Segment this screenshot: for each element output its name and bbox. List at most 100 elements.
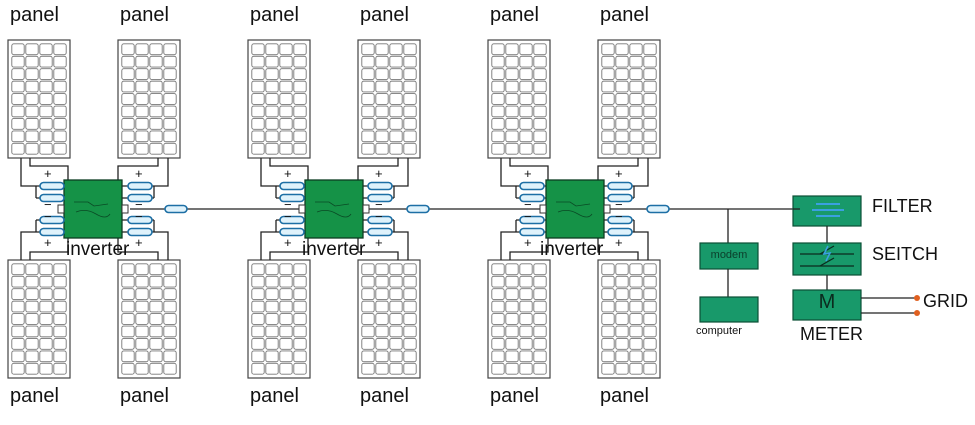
panel-cell	[375, 275, 389, 288]
panel-cell	[279, 338, 293, 350]
panel-cell	[251, 350, 265, 363]
panel-cell	[389, 142, 403, 155]
panel-cell	[279, 105, 293, 118]
grid-terminal	[914, 295, 920, 301]
panel-cell	[615, 300, 629, 313]
panel-cell	[615, 362, 629, 375]
panel-cell	[615, 130, 629, 143]
panel-cell	[39, 313, 53, 325]
panel-cell	[53, 142, 67, 155]
panel-cell	[519, 105, 533, 118]
panel-cell	[121, 263, 135, 276]
panel-cell	[643, 43, 657, 56]
panel-cell	[389, 288, 403, 300]
panel-cell	[389, 130, 403, 143]
panel-cell	[135, 362, 149, 375]
panel-cell	[491, 350, 505, 363]
panel-cell	[389, 105, 403, 118]
solar-panel-icon	[357, 39, 421, 159]
connector-icon	[279, 193, 305, 203]
panel-cell	[265, 80, 279, 93]
panel-cell	[265, 313, 279, 325]
panel-cell	[135, 93, 149, 105]
panel-cell	[293, 350, 307, 363]
panel-cell	[121, 68, 135, 80]
panel-cell	[389, 55, 403, 68]
panel-cell	[491, 105, 505, 118]
panel-cell	[361, 130, 375, 143]
panel-cell	[505, 80, 519, 93]
panel-cell	[601, 288, 615, 300]
panel-cell	[375, 325, 389, 338]
panel-cell	[163, 362, 177, 375]
panel-cell	[519, 362, 533, 375]
connector-body	[127, 215, 153, 225]
filter-icon	[812, 203, 844, 217]
panel-cell	[361, 43, 375, 56]
minus-sign: −	[375, 209, 383, 224]
panel-label: panel	[10, 4, 59, 26]
panel-cell	[39, 142, 53, 155]
wire	[634, 231, 649, 260]
connector-body	[646, 204, 670, 214]
panel-cell	[491, 43, 505, 56]
panel-cell	[361, 263, 375, 276]
panel-cell	[265, 93, 279, 105]
panel-cell	[11, 80, 25, 93]
connector-body	[367, 215, 393, 225]
panel-cell	[389, 362, 403, 375]
connector-icon	[127, 181, 153, 191]
panel-cell	[25, 118, 39, 130]
panel-cell	[279, 288, 293, 300]
panel-cell	[121, 118, 135, 130]
panel-cell	[375, 130, 389, 143]
connector-body	[519, 181, 545, 191]
panel-cell	[491, 263, 505, 276]
panel-cell	[11, 130, 25, 143]
minus-sign: −	[284, 209, 292, 224]
panel-cell	[491, 300, 505, 313]
panel-cell	[11, 93, 25, 105]
panel-cell	[251, 142, 265, 155]
panel-cell	[505, 338, 519, 350]
solar-panel-icon	[247, 39, 311, 159]
panel-label: panel	[120, 385, 169, 407]
connector-icon	[607, 215, 633, 225]
panel-cell	[403, 55, 417, 68]
panel-cell	[361, 362, 375, 375]
panel-cell	[163, 338, 177, 350]
panel-cell	[53, 80, 67, 93]
panel-cell	[615, 55, 629, 68]
panel-label: panel	[600, 4, 649, 26]
panel-cell	[25, 350, 39, 363]
panel-cell	[601, 118, 615, 130]
panel-cell	[403, 105, 417, 118]
panel-cell	[491, 338, 505, 350]
panel-cell	[11, 338, 25, 350]
connector-icon	[164, 204, 188, 214]
panel-cell	[629, 105, 643, 118]
panel-cell	[491, 80, 505, 93]
panel-cell	[361, 118, 375, 130]
wire	[509, 158, 549, 186]
switch-lever	[819, 257, 835, 267]
panel-cell	[25, 43, 39, 56]
panel-cell	[149, 350, 163, 363]
panel-cell	[39, 43, 53, 56]
panel-cell	[149, 68, 163, 80]
panel-cell	[11, 68, 25, 80]
panel-cell	[293, 288, 307, 300]
panel-cell	[163, 55, 177, 68]
panel-cell	[39, 263, 53, 276]
panel-cell	[135, 130, 149, 143]
connector-body	[39, 215, 65, 225]
panel-cell	[25, 325, 39, 338]
panel-cell	[251, 130, 265, 143]
panel-cell	[149, 275, 163, 288]
wire	[394, 231, 409, 260]
panel-cell	[403, 350, 417, 363]
panel-cell	[163, 80, 177, 93]
panel-cell	[121, 93, 135, 105]
